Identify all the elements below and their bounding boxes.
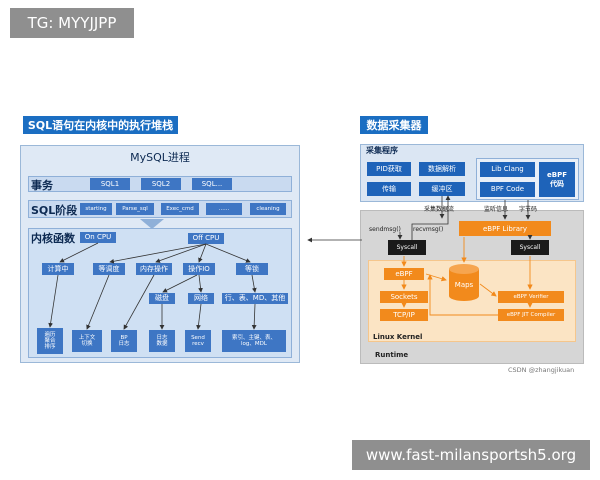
ebpf-jit-box: eBPF JIT Compiler bbox=[498, 309, 564, 321]
data-parse-box: 数据解析 bbox=[419, 162, 465, 176]
right-section-title: 数据采集器 bbox=[360, 116, 428, 134]
lock-wait-box: 等锁 bbox=[236, 263, 268, 275]
stream-label: 采集数据流 bbox=[424, 206, 455, 213]
mem-op-box: 内存操作 bbox=[136, 263, 172, 275]
leaf-context-switch: 上下文 切换 bbox=[72, 330, 102, 352]
bpf-code-box: BPF Code bbox=[480, 182, 535, 197]
stage-ellipsis: ...... bbox=[206, 203, 242, 215]
runtime-label: Runtime bbox=[375, 351, 409, 359]
mysql-process-label: MySQL进程 bbox=[130, 151, 190, 164]
leaf-log-data: 日志 数据 bbox=[149, 330, 175, 352]
wait-sched-box: 等调度 bbox=[93, 263, 125, 275]
sql2-box: SQL2 bbox=[141, 178, 181, 190]
lock-types-box: 行、表、MD、其他 bbox=[222, 293, 288, 304]
off-cpu-box: Off CPU bbox=[188, 233, 224, 244]
disk-box: 磁盘 bbox=[149, 293, 175, 304]
ebpf-verifier-box: eBPF Verifier bbox=[498, 291, 564, 303]
bytecode-label: 字节码 bbox=[519, 206, 538, 213]
leaf-traverse-agg-sort: 遍历 聚合 排序 bbox=[37, 328, 63, 354]
stage-cleaning: cleaning bbox=[250, 203, 286, 215]
kernel-functions-label: 内核函数 bbox=[31, 232, 75, 245]
watermark-bottom: www.fast-milansportsh5.org bbox=[352, 440, 590, 470]
linux-kernel-label: Linux Kernel bbox=[373, 333, 423, 341]
tcpip-box: TCP/IP bbox=[380, 309, 428, 321]
sql1-box: SQL1 bbox=[90, 178, 130, 190]
sendmsg-label: sendmsg() bbox=[369, 226, 401, 233]
pid-fetch-box: PID获取 bbox=[367, 162, 411, 176]
ebpf-box: eBPF bbox=[384, 268, 424, 280]
leaf-bp-log: BP 日志 bbox=[111, 330, 137, 352]
on-cpu-box: On CPU bbox=[80, 232, 116, 243]
leaf-send-recv: Send recv bbox=[185, 330, 211, 352]
collector-label: 采集程序 bbox=[366, 146, 398, 155]
stage-exec-cmd: Exec_cmd bbox=[161, 203, 199, 215]
stage-starting: starting bbox=[80, 203, 112, 215]
monitor-label: 监听信息 bbox=[484, 206, 509, 213]
recvmsg-label: recvmsg() bbox=[413, 226, 444, 233]
sql-more-box: SQL... bbox=[192, 178, 232, 190]
stage-down-arrow bbox=[140, 219, 164, 229]
watermark-top: TG: MYYJJPP bbox=[10, 8, 134, 38]
io-op-box: 操作IO bbox=[183, 263, 215, 275]
leaf-lock-detail: 索引、主键、表、 log、MDL bbox=[222, 330, 286, 352]
lib-clang-box: Lib Clang bbox=[480, 162, 535, 177]
sockets-box: Sockets bbox=[380, 291, 428, 303]
left-section-title: SQL语句在内核中的执行堆栈 bbox=[23, 116, 178, 134]
stage-label: SQL阶段 bbox=[31, 204, 78, 217]
buffer-box: 缓冲区 bbox=[419, 182, 465, 196]
transaction-label: 事务 bbox=[31, 179, 53, 192]
csdn-credit: CSDN @zhangjikuan bbox=[508, 366, 575, 374]
network-box: 网络 bbox=[188, 293, 214, 304]
maps-label: Maps bbox=[454, 281, 474, 289]
syscall-left-box: Syscall bbox=[388, 240, 426, 255]
ebpf-library-box: eBPF Library bbox=[459, 221, 551, 236]
stage-parse-sql: Parse_sql bbox=[116, 203, 154, 215]
calc-box: 计算中 bbox=[42, 263, 74, 275]
transfer-box: 传输 bbox=[367, 182, 411, 196]
ebpf-code-box: eBPF 代码 bbox=[539, 162, 575, 197]
syscall-right-box: Syscall bbox=[511, 240, 549, 255]
